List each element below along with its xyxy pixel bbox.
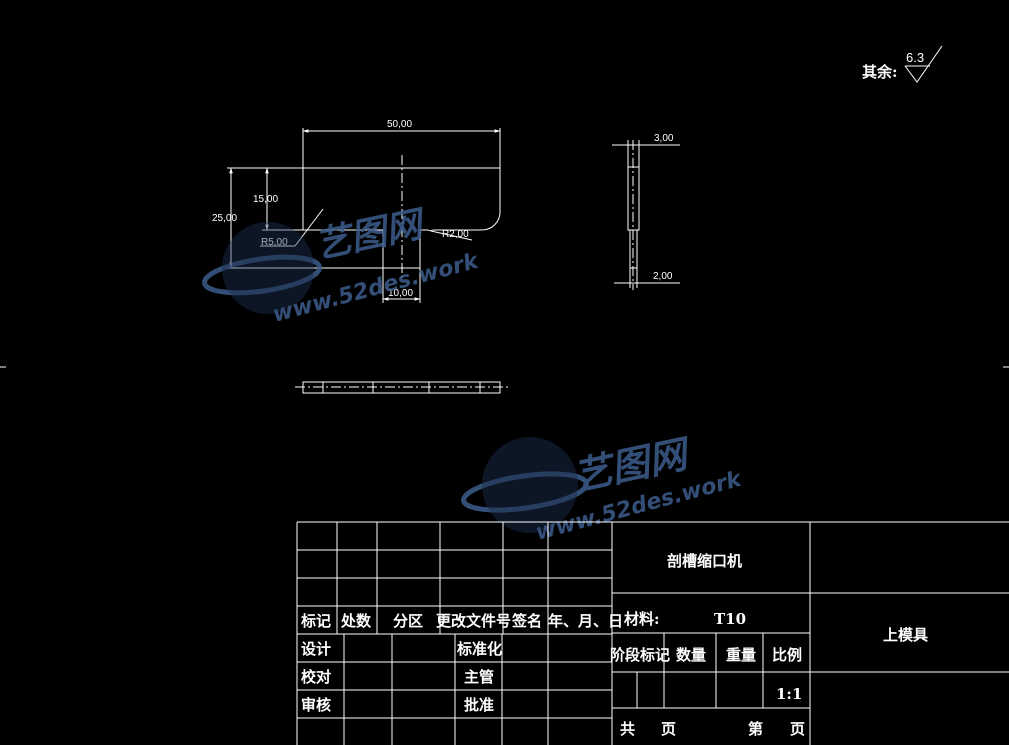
dim-height-25: 25,00	[212, 213, 237, 224]
front-view-dimensions: 50,00 25,00 15,00 R5,00 R2,00 10,00	[212, 119, 469, 299]
tb-material-label: 材料:	[624, 610, 660, 628]
tb-sheet-number: 页	[790, 720, 805, 738]
tb-header-change-doc: 更改文件号	[436, 612, 511, 630]
dim-radius-2: R2,00	[442, 229, 469, 240]
tb-header-mark: 标记	[300, 612, 331, 630]
tb-supervise: 主管	[464, 668, 494, 686]
tb-check: 校对	[301, 668, 331, 686]
watermark-2: 艺图网 www.52des.work	[461, 431, 745, 546]
roughness-value: 6.3	[906, 50, 924, 65]
watermark-cn-1: 艺图网	[311, 203, 430, 267]
tb-sheet-total: 页	[661, 720, 676, 738]
title-block	[296, 521, 1009, 745]
tb-material-value: T10	[714, 610, 746, 628]
dim-thickness-2: 2,00	[653, 271, 673, 282]
tb-scale-value: 1:1	[776, 685, 802, 703]
tb-review: 审核	[301, 696, 331, 714]
front-view	[227, 128, 501, 303]
side-view-dimensions: 3,00 2,00	[653, 133, 674, 282]
tb-product-name: 剖槽缩口机	[667, 552, 742, 570]
tb-total: 共	[620, 720, 635, 738]
tb-scale: 比例	[772, 646, 802, 664]
tb-quantity: 数量	[676, 646, 706, 664]
tb-part-name: 上模具	[883, 626, 928, 644]
dim-height-15: 15,00	[253, 194, 278, 205]
watermark-1: 艺图网 www.52des.work	[202, 203, 482, 328]
tb-design: 设计	[301, 640, 331, 658]
tb-header-date: 年、月、日	[548, 612, 623, 630]
tb-approve: 批准	[464, 696, 494, 714]
tb-stage-mark: 阶段标记	[610, 646, 670, 664]
tb-header-signature: 签名	[511, 612, 542, 630]
dim-width-50: 50,00	[387, 119, 412, 130]
dim-thickness-3: 3,00	[654, 133, 674, 144]
top-view	[295, 381, 508, 394]
tb-weight: 重量	[726, 646, 756, 664]
tb-header-count: 处数	[340, 612, 372, 630]
dim-slot-10: 10,00	[388, 288, 413, 299]
tb-header-zone: 分区	[393, 612, 423, 630]
dim-radius-5: R5,00	[261, 237, 288, 248]
tb-standardize: 标准化	[456, 640, 502, 658]
part-outline	[227, 167, 501, 269]
title-block-text: 标记 处数 分区 更改文件号 签名 年、月、日 设计 校对 审核 标准化 主管 …	[300, 552, 928, 738]
surface-roughness-note: 其余: 6.3	[862, 45, 943, 83]
roughness-label: 其余:	[862, 63, 898, 81]
roughness-symbol-icon	[904, 45, 943, 83]
tb-number: 第	[748, 720, 763, 738]
side-view	[612, 140, 680, 290]
